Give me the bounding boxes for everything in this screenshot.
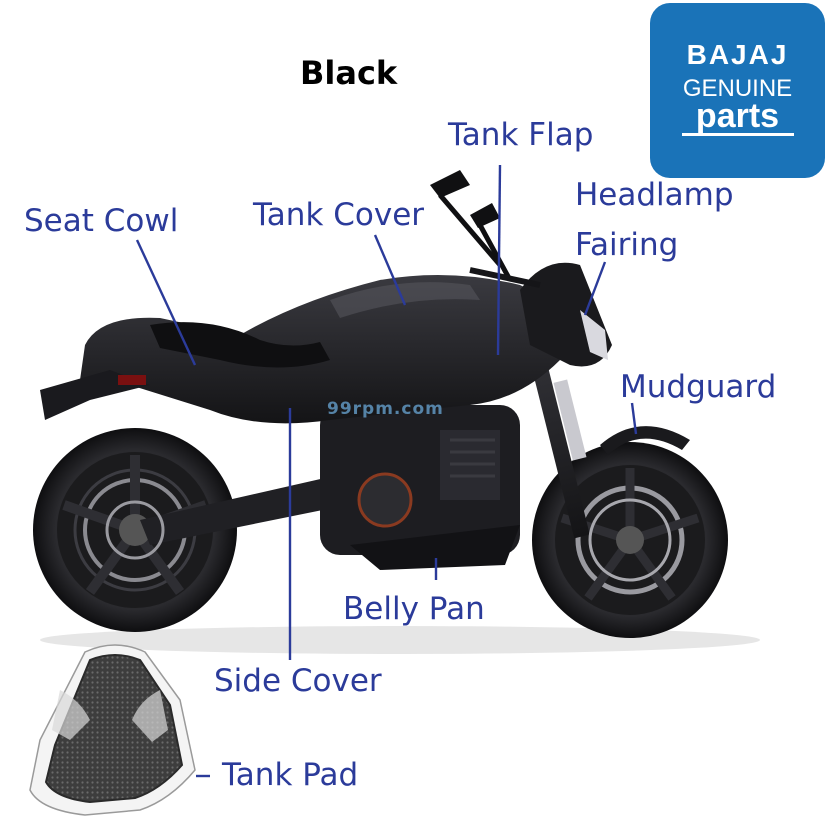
rear-disc (105, 500, 165, 560)
handlebar-mirrors (430, 170, 541, 288)
rear-wheel (33, 428, 237, 632)
tank-highlight (330, 282, 480, 318)
engine (320, 405, 520, 555)
ground-shadow (40, 626, 760, 654)
seat (150, 322, 330, 368)
logo-genuine: GENUINE (682, 75, 793, 102)
logo-underline (682, 133, 794, 136)
label-seat-cowl: Seat Cowl (24, 203, 179, 239)
color-title: Black (300, 54, 398, 92)
swing-arm (140, 470, 372, 545)
leader-lines (135, 164, 638, 778)
watermark-text: 99rpm.com (327, 399, 444, 419)
headlamp (580, 310, 608, 360)
label-tank-pad: Tank Pad (222, 757, 359, 793)
label-belly-pan: Belly Pan (343, 591, 485, 627)
label-mudguard: Mudguard (620, 369, 777, 405)
front-disc (588, 498, 672, 582)
label-tank-cover: Tank Cover (253, 197, 425, 233)
label-headlamp: Headlamp (575, 177, 734, 213)
tank-pad-image (29, 644, 196, 816)
label-side-cover: Side Cover (214, 663, 382, 699)
bajaj-genuine-parts-logo: BAJAJ GENUINE parts (650, 3, 825, 178)
front-wheel (532, 442, 728, 638)
belly-pan (350, 525, 520, 570)
logo-brand: BAJAJ (686, 39, 789, 70)
label-tank-flap: Tank Flap (448, 117, 594, 153)
logo-parts: parts (695, 97, 780, 135)
label-fairing: Fairing (575, 227, 679, 263)
front-mudguard (600, 426, 690, 455)
tail-light (118, 375, 146, 385)
